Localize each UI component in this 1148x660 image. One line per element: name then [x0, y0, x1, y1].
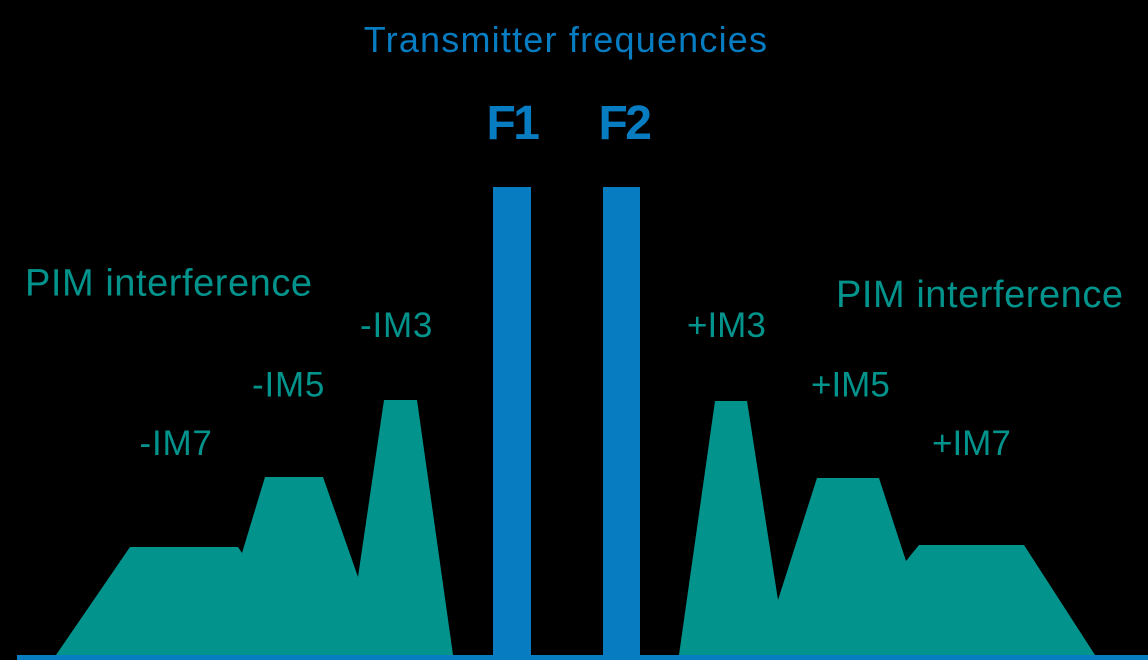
svg-text:-IM7: -IM7: [140, 424, 213, 463]
svg-text:-IM3: -IM3: [360, 306, 433, 345]
svg-text:+IM3: +IM3: [687, 306, 766, 345]
svg-text:+IM7: +IM7: [932, 424, 1011, 463]
svg-text:F1: F1: [486, 97, 539, 150]
svg-text:PIM interference: PIM interference: [836, 274, 1124, 316]
svg-text:+IM5: +IM5: [811, 366, 890, 405]
svg-text:-IM5: -IM5: [252, 366, 325, 405]
svg-text:Transmitter frequencies: Transmitter frequencies: [364, 19, 768, 60]
svg-text:PIM interference: PIM interference: [25, 263, 313, 305]
svg-text:F2: F2: [598, 97, 650, 150]
